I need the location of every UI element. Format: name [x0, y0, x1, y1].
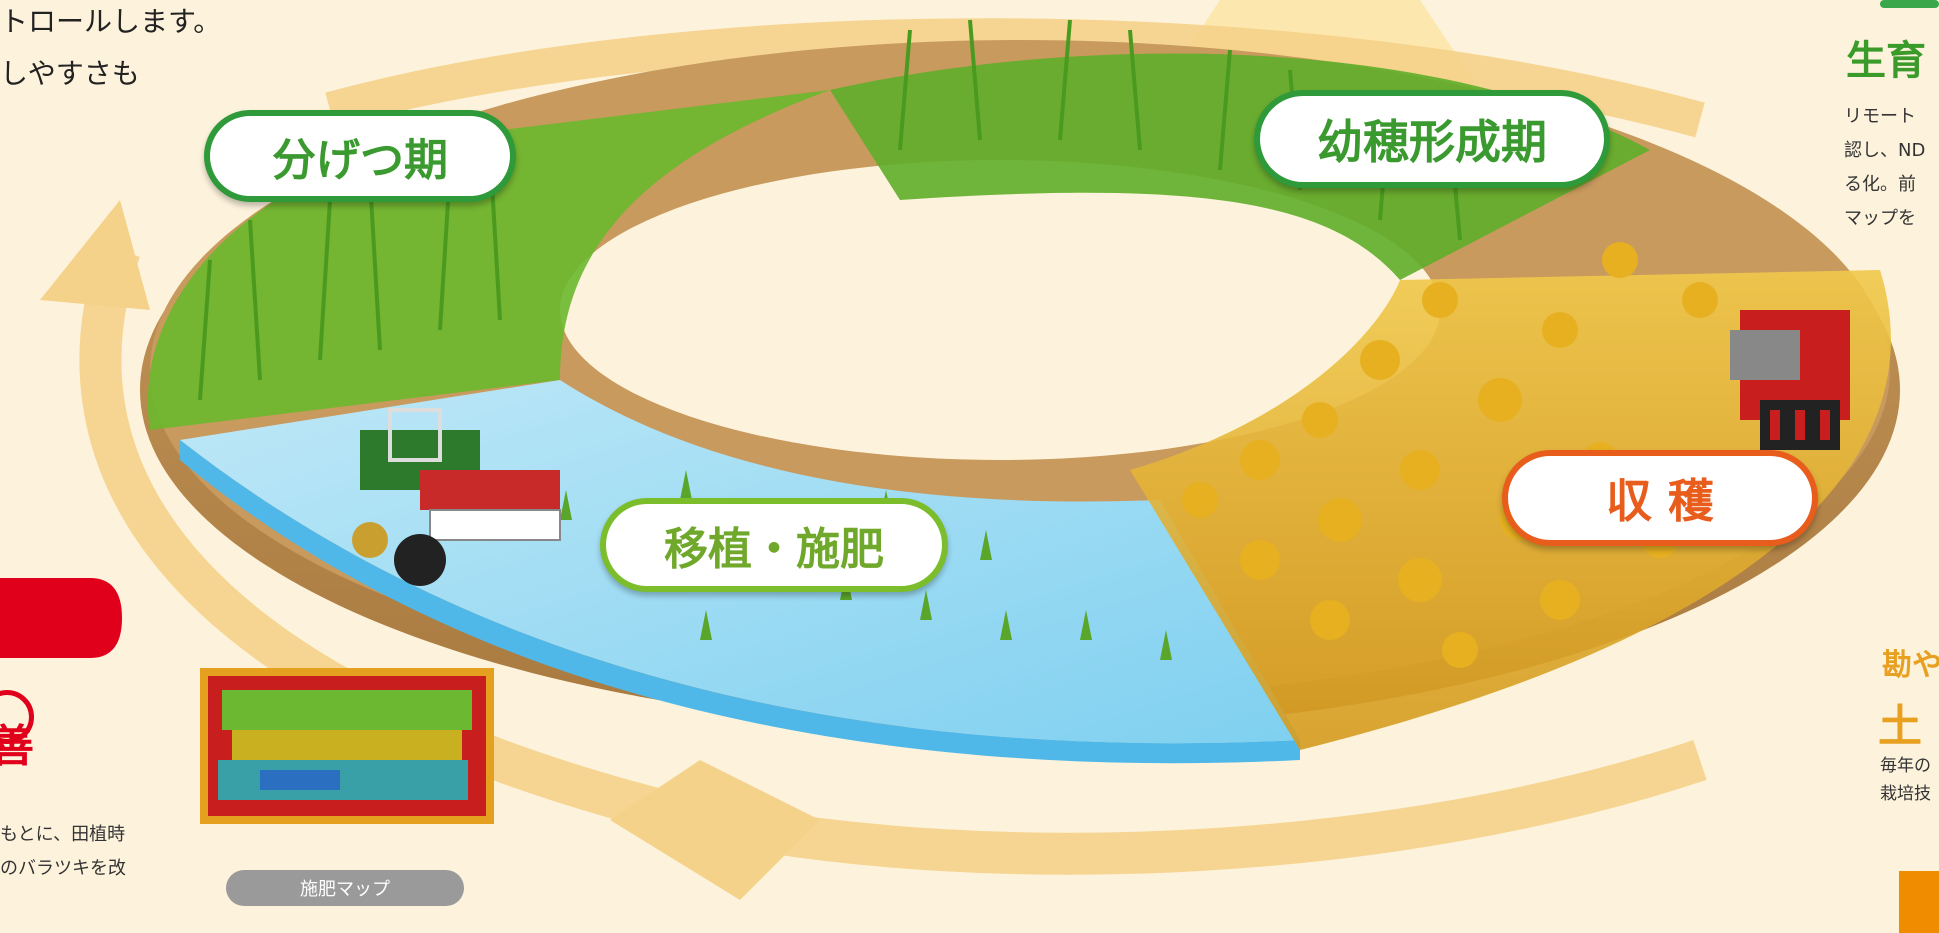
left-bottom-line: のバラツキを改: [0, 858, 126, 879]
fertilizer-map-image: [200, 668, 494, 824]
cycle-arrow-top: [325, 18, 1705, 138]
intro-line-2: しやすさも: [0, 57, 140, 90]
right-panel-text: リモート 認し、ND る化。前 マップを: [1844, 100, 1925, 236]
combine-harvester: [1730, 310, 1850, 450]
ring-center: [560, 160, 1440, 460]
right-bottom-line: 栽培技: [1880, 784, 1931, 804]
right-bottom-text: 毎年の 栽培技: [1880, 752, 1931, 808]
rice-transplanter: [352, 408, 561, 586]
right-panel-line: マップを: [1844, 208, 1916, 229]
fertilizer-map-caption: 施肥マップ: [226, 870, 464, 906]
intro-line-1: トロールします。: [0, 5, 222, 38]
stage-harvest-label: 収 穫: [1502, 450, 1818, 546]
right-bottom-line: 毎年の: [1880, 756, 1931, 776]
cycle-arrow-head: [610, 760, 820, 900]
right-bottom-heading: 土: [1878, 701, 1922, 752]
right-orange-button: [1899, 871, 1939, 933]
right-panel-line: る化。前: [1844, 174, 1916, 195]
top-right-tab: [1880, 0, 1939, 8]
stage-tillering-label: 分げつ期: [204, 110, 516, 202]
left-red-tab: [0, 578, 122, 658]
right-bottom-subheading: 勘や: [1882, 648, 1939, 683]
stage-panicle-label: 幼穂形成期: [1254, 90, 1610, 188]
left-bottom-line: もとに、田植時: [0, 824, 126, 845]
left-bottom-heading: 善: [0, 721, 34, 772]
right-panel-heading: 生育: [1846, 38, 1926, 84]
left-bottom-text: もとに、田植時 のバラツキを改: [0, 818, 126, 886]
cycle-arrow-head-left: [40, 200, 150, 310]
stage-transplant-label: 移植・施肥: [600, 498, 948, 592]
left-circle-marker: [0, 690, 34, 744]
tillering-field: [147, 90, 830, 430]
right-panel-line: リモート: [1844, 106, 1916, 127]
right-panel-line: 認し、ND: [1844, 140, 1926, 161]
